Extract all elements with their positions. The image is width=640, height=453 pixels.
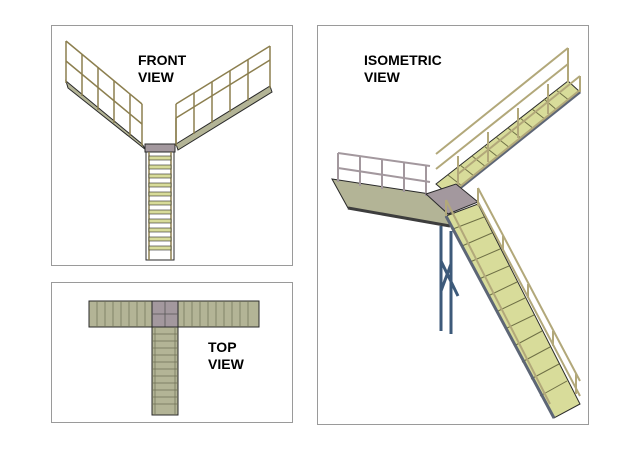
top-stair (151, 326, 179, 416)
isometric-view-label: ISOMETRIC VIEW (364, 52, 442, 85)
front-stair-body (145, 151, 175, 261)
iso-lower-stair (445, 203, 581, 419)
top-view-drawing (88, 300, 260, 416)
iso-support-frame (439, 226, 460, 334)
front-left-railing (65, 40, 143, 146)
iso-left-railing (337, 152, 431, 196)
front-view-drawing (65, 40, 273, 261)
front-left-walkway (65, 79, 147, 151)
iso-upper-railing (435, 47, 581, 189)
front-view-panel: FRONT VIEW (51, 25, 293, 266)
top-deck-planks (96, 301, 249, 327)
top-view-panel: TOP VIEW (51, 282, 293, 423)
front-stair-treads (148, 155, 172, 251)
iso-left-walkway (331, 178, 451, 227)
top-stair-treads (152, 333, 178, 405)
front-right-walkway (175, 85, 273, 151)
isometric-view-panel: ISOMETRIC VIEW (317, 25, 589, 425)
top-view-label: TOP VIEW (208, 339, 244, 372)
iso-lower-railing (445, 187, 581, 405)
front-right-railing (175, 45, 271, 146)
isometric-view-drawing (331, 47, 581, 419)
front-landing (144, 143, 176, 153)
front-view-label: FRONT VIEW (138, 52, 187, 85)
